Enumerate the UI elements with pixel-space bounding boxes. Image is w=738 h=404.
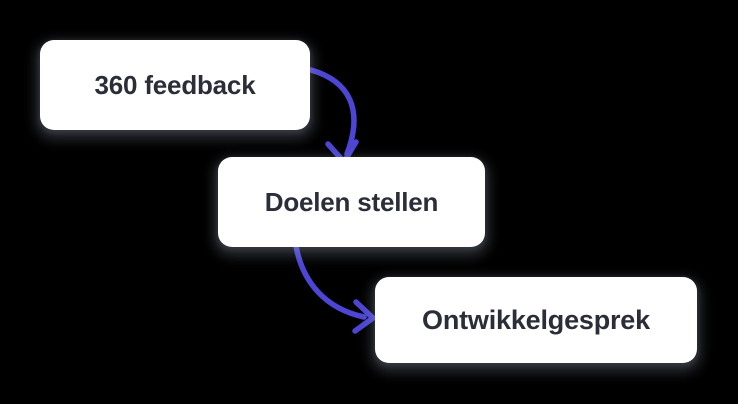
node-label: 360 feedback <box>94 69 256 100</box>
arrow-feedback-to-doelen <box>308 67 359 165</box>
flow-node-doelen-stellen: Doelen stellen <box>218 157 485 247</box>
arrow-curve <box>293 243 367 320</box>
node-label: Ontwikkelgesprek <box>422 304 650 335</box>
arrow-doelen-to-ontwikkel <box>293 243 376 334</box>
flow-node-ontwikkelgesprek: Ontwikkelgesprek <box>375 277 697 363</box>
node-label: Doelen stellen <box>264 186 439 217</box>
flow-node-360-feedback: 360 feedback <box>40 40 310 130</box>
arrowhead-right-icon <box>352 299 376 334</box>
arrow-curve <box>308 67 357 157</box>
